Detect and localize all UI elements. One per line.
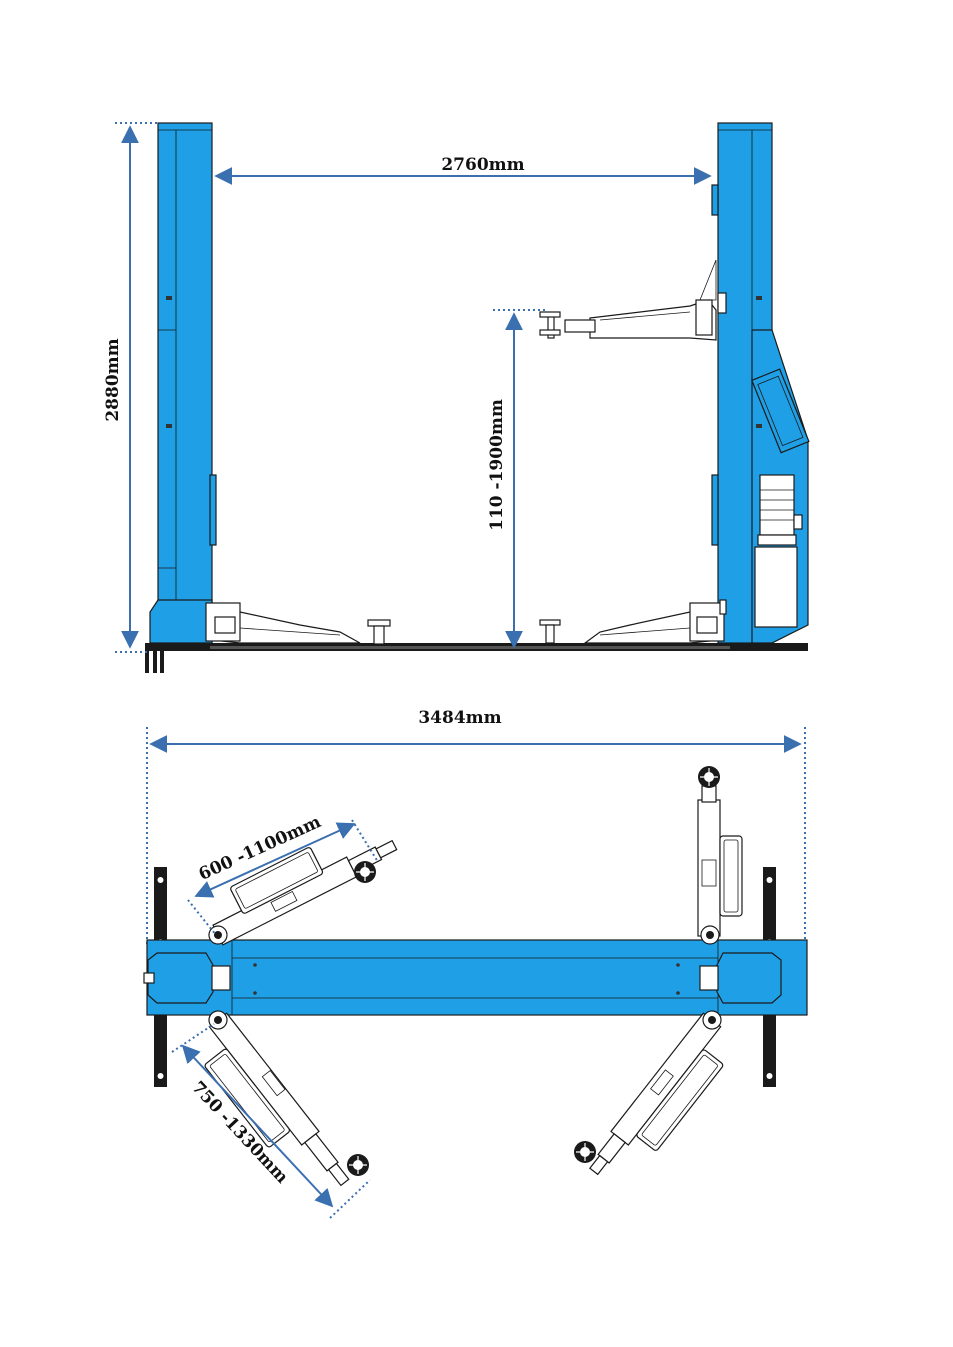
control-box [751,368,810,454]
lower-right-pad [574,1141,596,1163]
right-post [711,122,810,644]
overall-width-label: 3484mm [418,708,501,728]
motor-unit [754,474,803,628]
upper-left-pad [354,861,376,883]
lower-right-arm [589,1010,724,1176]
lift-range-label: 110 -1900mm [487,399,507,531]
overhead-beam [146,939,808,1016]
right-lower-arm [539,599,727,644]
width-label: 2760mm [441,155,524,175]
left-post [145,122,217,673]
short-arm-dimension-line [194,822,356,898]
left-lower-arm [205,602,391,645]
upper-right-arm [697,785,743,945]
front-view: 2760mm 2880mm 110 -1900mm [103,122,810,673]
long-arm-dimension-line [181,1044,334,1208]
height-label: 2880mm [103,338,123,421]
lower-left-pad [347,1154,369,1176]
right-upper-arm [539,259,727,341]
top-view: 3484mm [143,708,808,1219]
upper-right-pad [698,766,720,788]
